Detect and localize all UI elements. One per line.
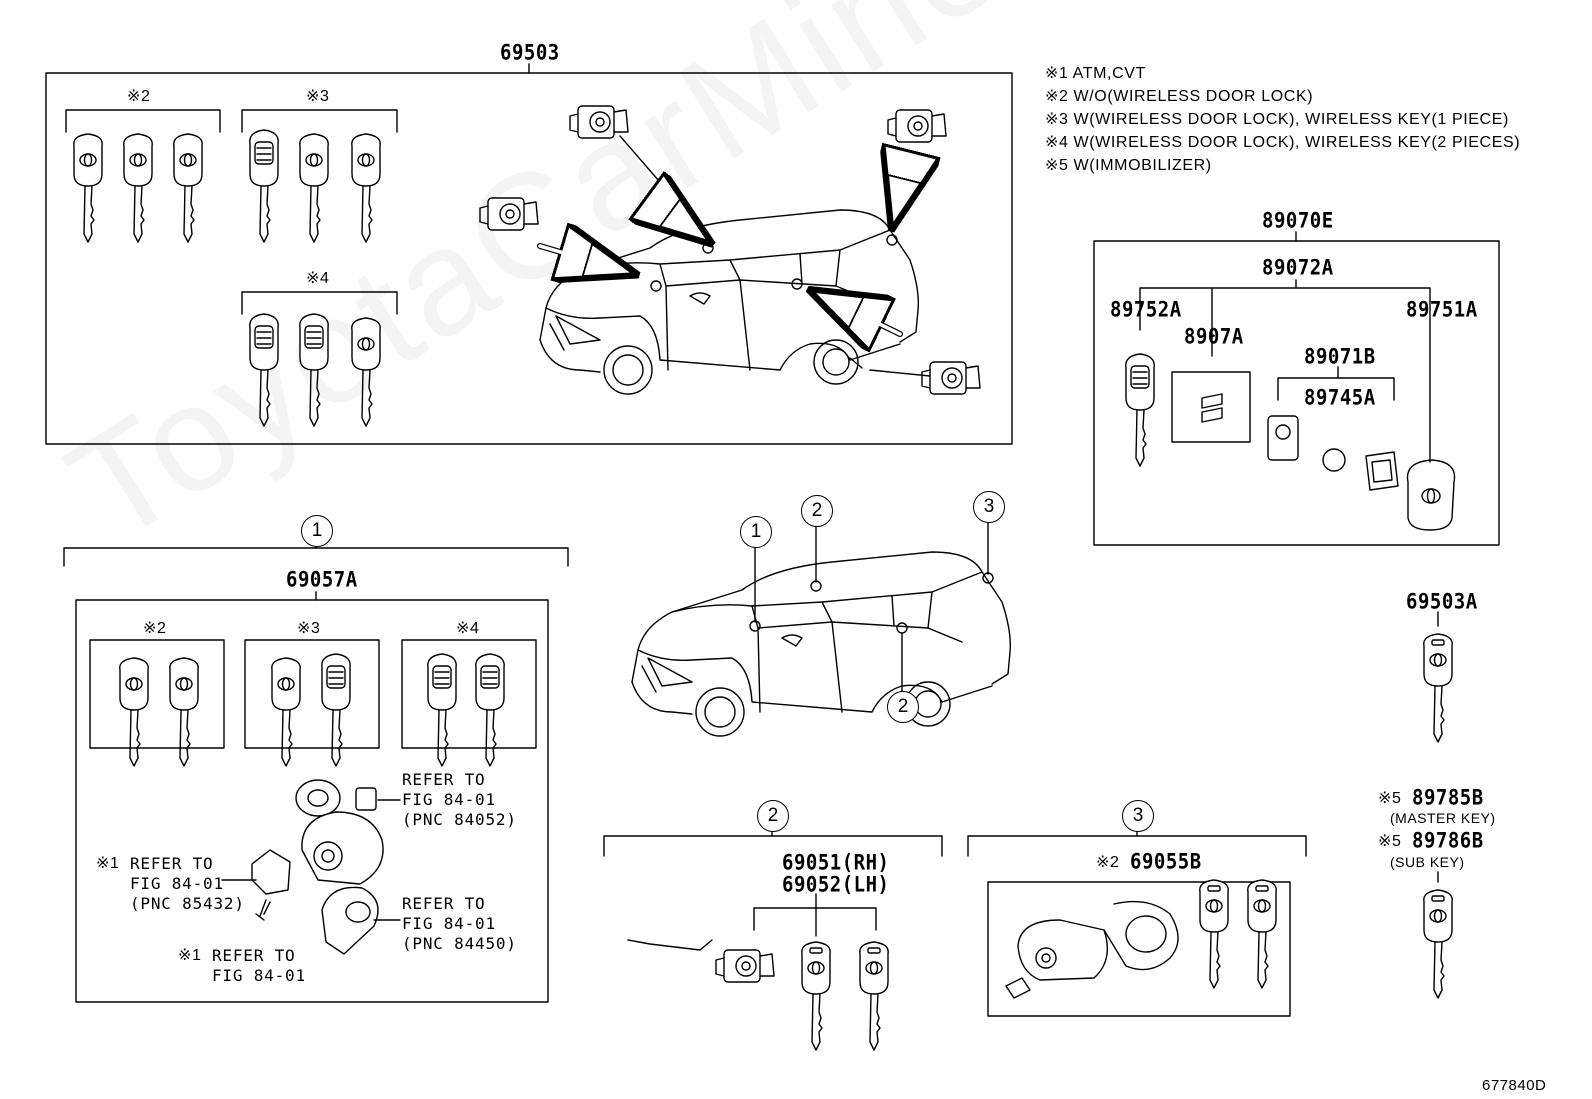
part-number-89070E: 89070E [1262,208,1334,234]
note-3: ※3 W(WIRELESS DOOR LOCK), WIRELESS KEY(1… [1045,111,1509,128]
master-mark: ※5 [1378,790,1402,807]
ref-84052-line-3: (PNC 84052) [402,810,517,829]
callout-3-back-door: 3 [1122,800,1154,832]
ref-85432-line-3: (PNC 85432) [130,894,245,913]
note-1: ※1 ATM,CVT [1045,65,1146,82]
callout-1-ignition: 1 [301,515,333,547]
ign-group-mark-4: ※4 [456,620,480,637]
ref-84052-line-2: FIG 84-01 [402,790,496,809]
figure-id: 677840D [1482,1077,1547,1094]
ref-85432-line-2: FIG 84-01 [130,874,224,893]
ignition-box [75,599,549,1003]
ref-84052-line-1: REFER TO [402,770,486,789]
ref-bolt-mark: ※1 [178,947,202,964]
callout-1-car: 1 [740,516,772,548]
part-number-69051: 69051(RH) [782,850,890,876]
ign-group-mark-2: ※2 [143,620,167,637]
top-assembly-box [45,72,1013,445]
callout-2-car-bottom: 2 [887,691,919,723]
part-number-69503A: 69503A [1406,589,1478,615]
ref-85432-line-1: REFER TO [130,854,214,873]
callout-2-car-top: 2 [801,495,833,527]
note-5: ※5 W(IMMOBILIZER) [1045,157,1212,174]
part-number-89745A: 89745A [1304,385,1376,411]
ref-85432-mark: ※1 [96,855,120,872]
ref-84450-line-3: (PNC 84450) [402,934,517,953]
back-door-box [987,881,1291,1017]
part-number-89751A: 89751A [1406,297,1478,323]
part-number-69055B: 69055B [1130,849,1202,875]
note-2: ※2 W/O(WIRELESS DOOR LOCK) [1045,88,1314,105]
part-number-69057A: 69057A [286,567,358,593]
ign-group-mark-3: ※3 [297,620,321,637]
note-4: ※4 W(WIRELESS DOOR LOCK), WIRELESS KEY(2… [1045,134,1521,151]
group-mark-4: ※4 [306,270,330,287]
sub-mark: ※5 [1378,833,1402,850]
sub-key-label: (SUB KEY) [1390,854,1465,870]
part-number-69503: 69503 [500,40,560,66]
ref-bolt-line-2: FIG 84-01 [212,966,306,985]
group-mark-3: ※3 [306,88,330,105]
part-number-89072A: 89072A [1262,255,1334,281]
part-number-8907A: 8907A [1184,324,1244,350]
callout-3-car: 3 [973,491,1005,523]
part-number-69052: 69052(LH) [782,872,890,898]
ref-84450-line-2: FIG 84-01 [402,914,496,933]
part-number-89071B: 89071B [1304,344,1376,370]
callout-2-door: 2 [757,800,789,832]
part-number-89785B: 89785B [1412,785,1484,811]
ref-bolt-line-1: REFER TO [212,946,296,965]
part-number-89752A: 89752A [1110,297,1182,323]
ref-84450-line-1: REFER TO [402,894,486,913]
master-key-label: (MASTER KEY) [1390,810,1496,826]
back-door-mark: ※2 [1096,854,1120,871]
part-number-89786B: 89786B [1412,828,1484,854]
group-mark-2: ※2 [127,88,151,105]
